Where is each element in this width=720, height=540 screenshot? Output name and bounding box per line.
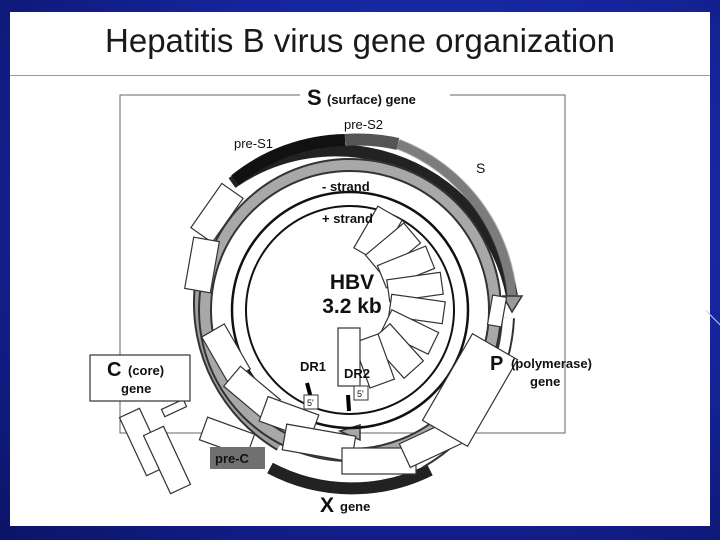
five-prime-box-2 xyxy=(353,385,369,401)
hbv-center-label: HBV xyxy=(330,271,374,294)
s-gene-arc xyxy=(228,133,524,314)
title-divider xyxy=(10,75,710,76)
pre-s1-label: pre-S1 xyxy=(234,136,273,151)
five-prime-box-1 xyxy=(303,394,319,410)
inner-ring xyxy=(245,205,455,415)
slide-title: Hepatitis B virus gene organization xyxy=(105,22,615,59)
s-gene-label: (surface) gene xyxy=(327,92,416,107)
dr2-marker xyxy=(346,394,351,412)
plus-strand-label: + strand xyxy=(322,211,373,226)
plus-strand-ring xyxy=(230,190,470,430)
minus-strand-label: - strand xyxy=(322,179,370,194)
core-gene-box xyxy=(89,354,191,402)
s-small-label: S xyxy=(476,160,485,176)
genome-size-label: 3.2 kb xyxy=(322,295,382,318)
five-prime-2: 5' xyxy=(357,389,364,399)
dr2-label: DR2 xyxy=(344,366,370,381)
c-gene-line2: gene xyxy=(121,381,151,396)
x-gene-arc xyxy=(267,462,433,495)
s-gene-letter: S xyxy=(307,85,322,110)
c-gene-label: (core) xyxy=(128,363,164,378)
x-gene-label: gene xyxy=(340,499,370,514)
five-prime-1: 5' xyxy=(307,398,314,408)
c-gene-letter: C xyxy=(107,359,121,381)
pre-c-box xyxy=(210,447,265,469)
pre-s2-label: pre-S2 xyxy=(344,117,383,132)
dr1-label: DR1 xyxy=(300,359,326,374)
pre-c-label: pre-C xyxy=(215,451,250,466)
p-gene-letter: P xyxy=(490,353,503,375)
p-gene-line2: gene xyxy=(530,374,560,389)
p-gene-label: (polymerase) xyxy=(511,356,592,371)
strand-fragments xyxy=(118,182,519,495)
x-gene-letter: X xyxy=(320,494,334,517)
